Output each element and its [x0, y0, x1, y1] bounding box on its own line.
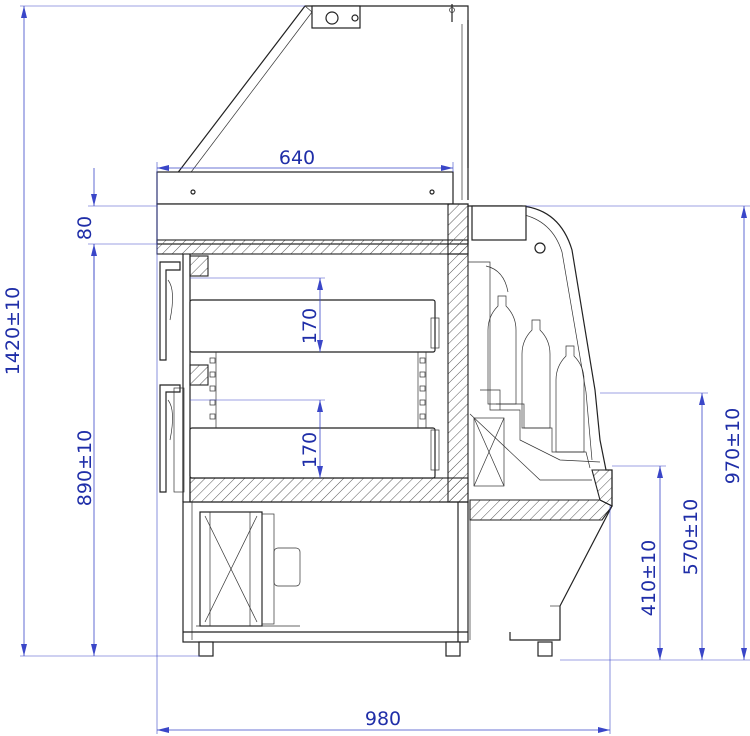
foot-middle — [445, 641, 461, 657]
cabinet-floor-hatch — [189, 477, 469, 503]
dim-front-height-1-label: 410±10 — [638, 540, 660, 616]
back-wall-hatch — [447, 253, 469, 503]
dim-shelf-spacing-upper-label: 170 — [299, 308, 321, 344]
cabinet-outline — [156, 4, 613, 657]
top-slab-hatch — [156, 239, 469, 255]
upper-box — [156, 171, 454, 205]
front-top-box — [471, 205, 527, 241]
bottle-2 — [521, 319, 551, 429]
door-lower — [159, 384, 181, 493]
front-display-outline — [468, 205, 613, 641]
front-tray-hatch — [469, 499, 613, 521]
dim-top-depth-label: 640 — [279, 147, 315, 169]
dim-base-height-label: 890±10 — [74, 430, 96, 506]
dim-overall-height-label: 1420±10 — [2, 287, 24, 375]
lower-shelf — [189, 427, 436, 479]
dimension-layer: 1420±10 80 890±10 640 170 170 — [2, 5, 750, 734]
dim-shelf-spacing-lower-label: 170 — [299, 432, 321, 468]
dim-overall-depth-label: 980 — [365, 708, 401, 730]
upper-shelf — [189, 299, 436, 353]
foot-right — [537, 641, 553, 657]
dim-top-thickness-label: 80 — [74, 216, 96, 240]
foot-left — [198, 641, 214, 657]
top-slab — [156, 203, 469, 245]
hood-outline — [156, 5, 469, 201]
dim-front-height-2-label: 570±10 — [680, 499, 702, 575]
bottle-3 — [555, 345, 585, 453]
base-cabinet — [182, 501, 469, 643]
bottle-1 — [487, 295, 517, 405]
light-icon — [325, 11, 339, 25]
hood-glass-line — [169, 11, 313, 201]
dim-front-height-3-label: 970±10 — [722, 408, 744, 484]
hood-light-fixture — [311, 5, 361, 29]
door-upper — [159, 261, 181, 361]
